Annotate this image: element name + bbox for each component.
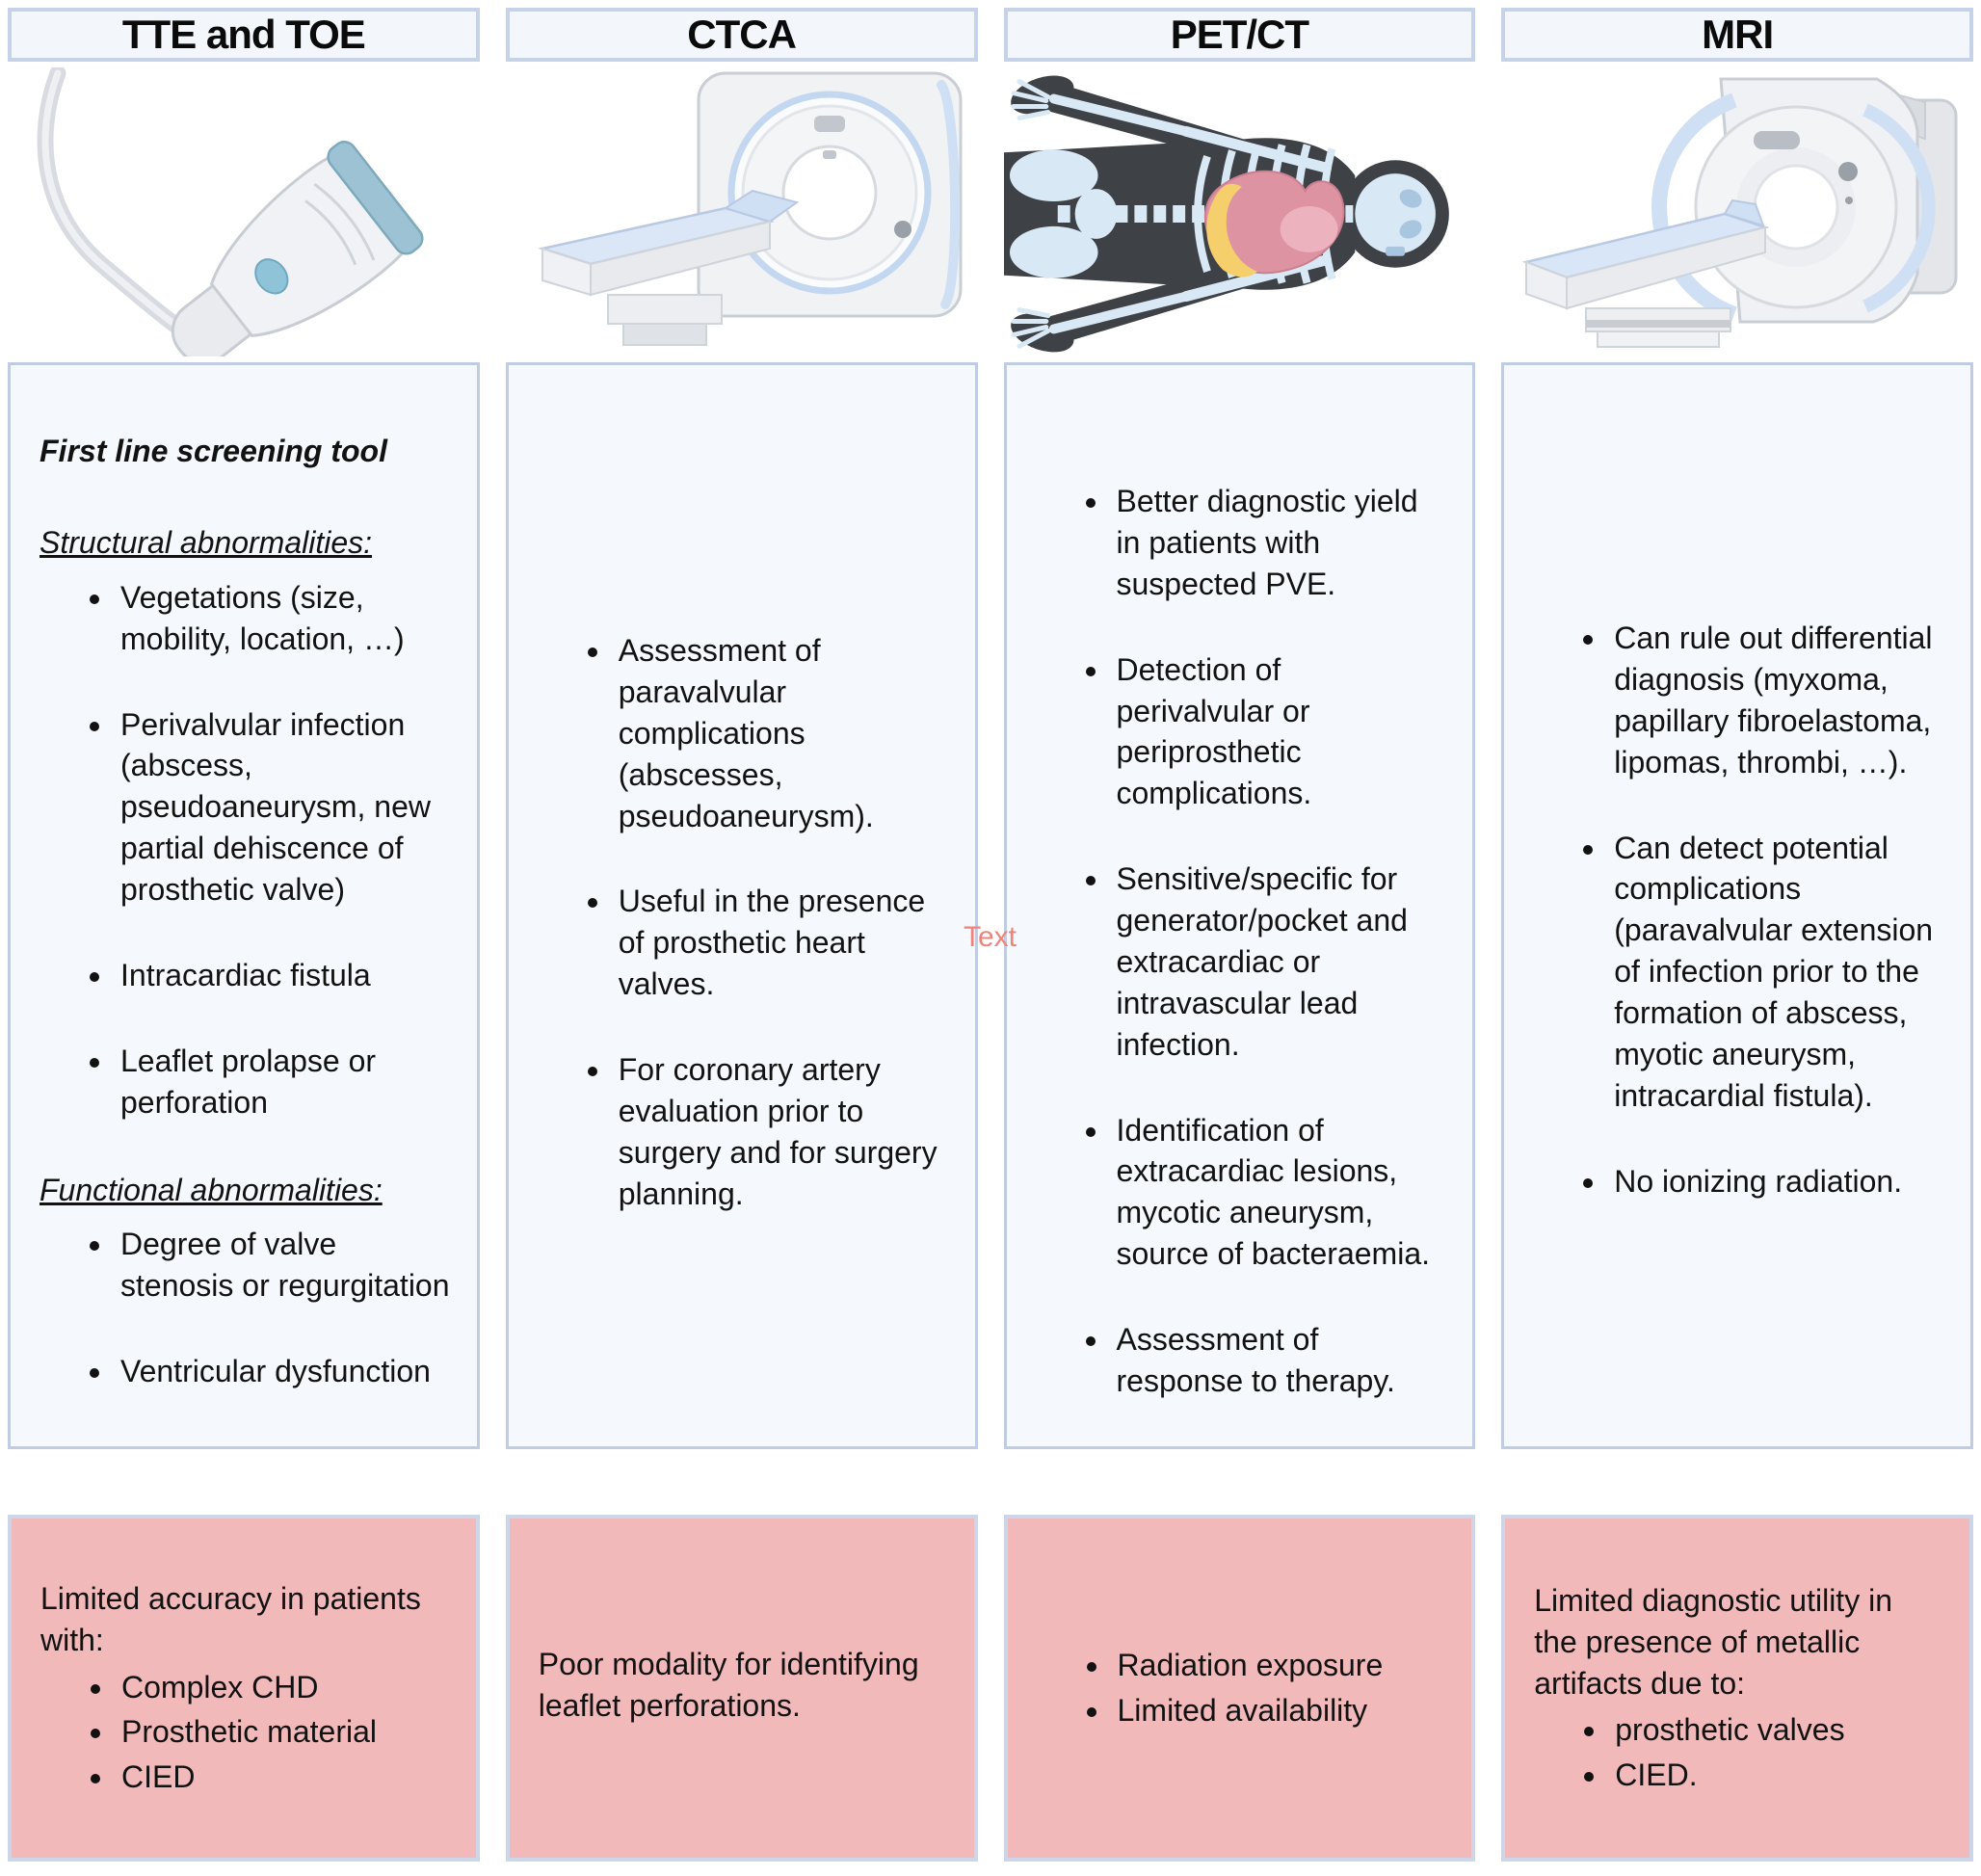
list-item: Intracardiac fistula (115, 955, 450, 996)
list-item: CIED (116, 1757, 447, 1798)
list-item: No ionizing radiation. (1608, 1161, 1943, 1202)
column-header-ctca: CTCA (505, 8, 978, 62)
column-header-mri: MRI (1501, 8, 1973, 62)
list-item: Useful in the presence of prosthetic hea… (613, 881, 948, 1005)
ct-scanner-icon (537, 71, 963, 346)
list-item: Can rule out differential diagnosis (myx… (1608, 618, 1943, 783)
ultrasound-probe-icon (37, 67, 424, 357)
info-panel-ctca: Assessment of paravalvular complications… (505, 362, 978, 1449)
mri-benefits-list: Can rule out differential diagnosis (myx… (1533, 618, 1943, 1202)
list-item: Identification of extracardiac lesions, … (1111, 1110, 1446, 1276)
list-item: Prosthetic material (116, 1711, 447, 1753)
list-item: Detection of perivalvular or periprosthe… (1111, 649, 1446, 815)
limitations-panel-pet-ct: Radiation exposure Limited availability (1003, 1515, 1476, 1862)
info-panel-mri: Can rule out differential diagnosis (myx… (1501, 362, 1973, 1449)
structural-abnormalities-heading: Structural abnormalities: (40, 524, 373, 560)
ctca-benefits-list: Assessment of paravalvular complications… (538, 630, 948, 1215)
header-label: PET/CT (1170, 12, 1309, 57)
limitations-lead: Poor modality for identifying leaflet pe… (538, 1647, 919, 1723)
structural-abnormalities-list: Vegetations (size, mobility, location, …… (40, 577, 450, 1123)
column-header-pet-ct: PET/CT (1003, 8, 1476, 62)
list-item: For coronary artery evaluation prior to … (613, 1049, 948, 1215)
list-item: Leaflet prolapse or perforation (115, 1041, 450, 1123)
column-pet-ct: PET/CT (1003, 8, 1476, 1868)
limitations-panel-mri: Limited diagnostic utility in the presen… (1501, 1515, 1973, 1862)
limitations-list: Radiation exposure Limited availability (1037, 1645, 1443, 1731)
limitations-list: Complex CHD Prosthetic material CIED (40, 1667, 447, 1799)
mri-scanner-illustration (1501, 62, 1973, 362)
ct-scanner-illustration (506, 62, 978, 362)
body-scan-icon (1003, 75, 1449, 353)
list-item: CIED. (1609, 1755, 1941, 1796)
list-item: Radiation exposure (1112, 1645, 1443, 1686)
limitations-lead: Limited accuracy in patients with: (40, 1580, 421, 1657)
list-item: Limited availability (1112, 1690, 1443, 1731)
mri-scanner-icon (1521, 77, 1958, 348)
pet-ct-body-scan-illustration (1003, 62, 1476, 362)
first-line-screening-note: First line screening tool (40, 434, 387, 468)
ultrasound-probe-illustration (8, 62, 480, 362)
limitations-lead: Limited diagnostic utility in the presen… (1534, 1582, 1892, 1701)
list-item: Complex CHD (116, 1667, 447, 1708)
list-item: Assessment of paravalvular complications… (613, 630, 948, 836)
list-item: Sensitive/specific for generator/pocket … (1111, 859, 1446, 1065)
limitations-list: prosthetic valves CIED. (1534, 1709, 1941, 1796)
limitations-panel-tte-toe: Limited accuracy in patients with: Compl… (8, 1515, 480, 1862)
list-item: Better diagnostic yield in patients with… (1111, 481, 1446, 605)
limitations-panel-ctca: Poor modality for identifying leaflet pe… (505, 1515, 978, 1862)
list-item: Perivalvular infection (abscess, pseudoa… (115, 704, 450, 911)
column-mri: MRI (1501, 8, 1973, 1868)
column-tte-toe: TTE and TOE First line s (8, 8, 480, 1868)
header-label: CTCA (687, 12, 797, 57)
info-panel-tte-toe: First line screening tool Structural abn… (8, 362, 480, 1449)
header-label: TTE and TOE (121, 12, 366, 57)
column-ctca: CTCA (505, 8, 978, 1868)
functional-abnormalities-heading: Functional abnormalities: (40, 1172, 383, 1207)
list-item: Ventricular dysfunction (115, 1351, 450, 1392)
pet-ct-benefits-list: Better diagnostic yield in patients with… (1036, 481, 1446, 1402)
info-panel-pet-ct: Better diagnostic yield in patients with… (1003, 362, 1476, 1449)
list-item: Can detect potential complications (para… (1608, 828, 1943, 1117)
header-label: MRI (1702, 12, 1774, 57)
column-header-tte-toe: TTE and TOE (8, 8, 480, 62)
list-item: Degree of valve stenosis or regurgitatio… (115, 1224, 450, 1307)
functional-abnormalities-list: Degree of valve stenosis or regurgitatio… (40, 1224, 450, 1392)
list-item: prosthetic valves (1609, 1709, 1941, 1751)
heart-highlight (1203, 170, 1344, 277)
text-placeholder-artifact: Text (964, 921, 1017, 953)
list-item: Assessment of response to therapy. (1111, 1319, 1446, 1402)
list-item: Vegetations (size, mobility, location, …… (115, 577, 450, 660)
